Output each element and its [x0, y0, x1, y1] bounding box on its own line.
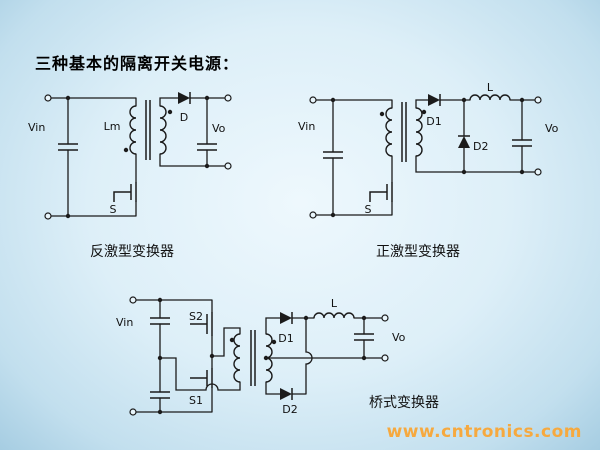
mosfet-switch	[369, 182, 393, 202]
transformer-core	[145, 100, 151, 160]
bridge-caption: 桥式变换器	[369, 394, 439, 411]
input-terminal	[129, 296, 137, 304]
transformer-primary-coil	[233, 333, 241, 383]
junction-dot	[361, 355, 367, 361]
output-terminal	[381, 354, 389, 362]
junction-dot	[361, 315, 367, 321]
label-d2: D2	[473, 140, 488, 153]
forward-circuit: Vin S D1 D2 L Vo 正激型变换器	[298, 81, 559, 260]
label-l: L	[487, 81, 494, 94]
output-terminal	[534, 168, 542, 176]
polarity-dot	[229, 337, 235, 343]
label-s: S	[110, 203, 117, 216]
wiring	[315, 99, 536, 216]
label-d1: D1	[426, 115, 441, 128]
label-l: L	[331, 297, 338, 310]
junction-dot	[209, 353, 215, 359]
transformer-secondary-coil	[415, 107, 423, 157]
junction-dot	[303, 315, 309, 321]
input-terminal	[309, 211, 317, 219]
label-d: D	[180, 111, 188, 124]
diode-d2-triangle	[458, 136, 470, 148]
junction-dot	[330, 212, 336, 218]
capacitor-plates	[150, 317, 374, 399]
junction-dot	[157, 297, 163, 303]
junction-dot	[519, 97, 525, 103]
transformer-core	[250, 330, 256, 386]
wiring	[135, 299, 383, 413]
diode-triangle	[178, 92, 190, 104]
polarity-dot	[123, 147, 129, 153]
input-terminal	[44, 212, 52, 220]
wiring	[50, 97, 226, 217]
label-vo: Vo	[392, 331, 406, 344]
junction-dot	[204, 95, 210, 101]
junction-dot	[461, 169, 467, 175]
junction-dot	[157, 355, 163, 361]
label-s: S	[365, 203, 372, 216]
junction-dot	[65, 95, 71, 101]
label-s1: S1	[189, 394, 203, 407]
mosfet-s2	[190, 312, 213, 336]
mosfet-switch	[113, 182, 137, 202]
output-terminal	[381, 314, 389, 322]
mosfet-s1	[190, 368, 213, 388]
forward-caption: 正激型变换器	[376, 243, 460, 260]
transformer-primary-coil	[129, 105, 137, 155]
label-vo: Vo	[545, 122, 559, 135]
label-d1: D1	[278, 332, 293, 345]
junction-dot	[330, 97, 336, 103]
output-terminal	[224, 94, 232, 102]
polarity-dot	[271, 339, 277, 345]
page-title: 三种基本的隔离开关电源：	[35, 54, 240, 73]
label-d2: D2	[282, 403, 297, 416]
junction-dot	[519, 169, 525, 175]
junction-dot	[263, 355, 269, 361]
bridge-circuit: Vin S2 S1 D1 D2 L Vo 桥式变换器	[116, 296, 439, 416]
label-lm: Lm	[104, 120, 121, 133]
inductor-coil	[469, 94, 511, 101]
input-terminal	[44, 94, 52, 102]
capacitor-plates	[323, 139, 532, 159]
polarity-dot	[379, 111, 385, 117]
flyback-caption: 反激型变换器	[90, 243, 174, 260]
polarity-dot	[167, 109, 173, 115]
diode-d2-triangle	[280, 388, 292, 400]
junction-dot	[157, 409, 163, 415]
transformer-secondary-coil	[159, 105, 167, 155]
input-terminal	[309, 96, 317, 104]
label-vin: Vin	[298, 120, 315, 133]
diode-d1-triangle	[280, 312, 292, 324]
input-terminal	[129, 408, 137, 416]
label-vin: Vin	[28, 121, 45, 134]
flyback-circuit: Vin Lm S D Vo 反激型变换器	[28, 92, 232, 260]
output-terminal	[224, 162, 232, 170]
label-vin: Vin	[116, 316, 133, 329]
label-s2: S2	[189, 310, 203, 323]
diode-d1-triangle	[428, 94, 440, 106]
junction-dot	[65, 213, 71, 219]
transformer-primary-coil	[385, 107, 393, 157]
polarity-dot	[421, 109, 427, 115]
label-vo: Vo	[212, 122, 226, 135]
transformer-core	[401, 102, 407, 162]
junction-dot	[461, 97, 467, 103]
inductor-coil	[313, 312, 355, 319]
capacitor-plates	[58, 143, 217, 151]
junction-dot	[204, 163, 210, 169]
watermark-text: www.cntronics.com	[386, 422, 582, 442]
output-terminal	[534, 96, 542, 104]
